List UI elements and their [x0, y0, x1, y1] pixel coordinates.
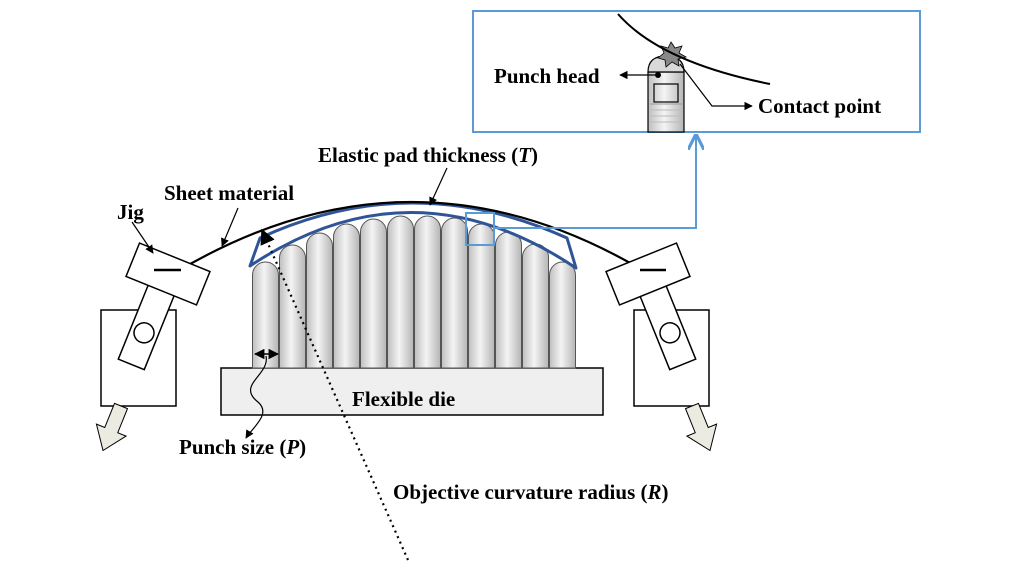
flexible-die-base [220, 367, 604, 416]
sheet-leader [221, 207, 239, 247]
elastic-pad [248, 201, 578, 270]
right-pull-arrow [684, 402, 718, 452]
elastic-pad-label: Elastic pad thickness (T) [318, 143, 538, 167]
left-jig-assembly [95, 242, 211, 452]
curvature-radius-label: Objective curvature radius (R) [393, 480, 669, 504]
punch-column [252, 261, 279, 369]
punch-size-leader [245, 355, 267, 439]
detail-inset-content [617, 13, 771, 133]
right-jig [605, 242, 691, 306]
jig-label: Jig [117, 200, 144, 224]
punch-head-label: Punch head [494, 64, 600, 88]
punch-column [333, 223, 360, 369]
curvature-radius-line [260, 228, 410, 561]
detail-inset [472, 10, 921, 133]
punch-column [522, 243, 549, 369]
left-jig [125, 242, 211, 306]
punch-column [360, 218, 387, 369]
punch-column [441, 217, 468, 369]
contact-point-leader [679, 63, 753, 111]
punch-column [306, 232, 333, 369]
punch-array [252, 215, 576, 369]
detail-connector [494, 137, 696, 229]
sheet-material [177, 201, 645, 272]
punch-column [549, 261, 576, 369]
punch-column [279, 244, 306, 369]
punch-size-label: Punch size (P) [179, 435, 306, 459]
punch-column [387, 215, 414, 369]
sheet-material-label: Sheet material [164, 181, 294, 205]
punch-column [495, 231, 522, 369]
left-pull-arrow [95, 402, 129, 452]
right-jig-assembly [605, 242, 718, 452]
jig-leader [131, 221, 154, 254]
pad-leader [429, 167, 448, 206]
inset-sheet-curve [617, 13, 771, 85]
flexible-die-label: Flexible die [352, 387, 455, 411]
punch-column [414, 215, 441, 369]
contact-point-label: Contact point [758, 94, 881, 118]
